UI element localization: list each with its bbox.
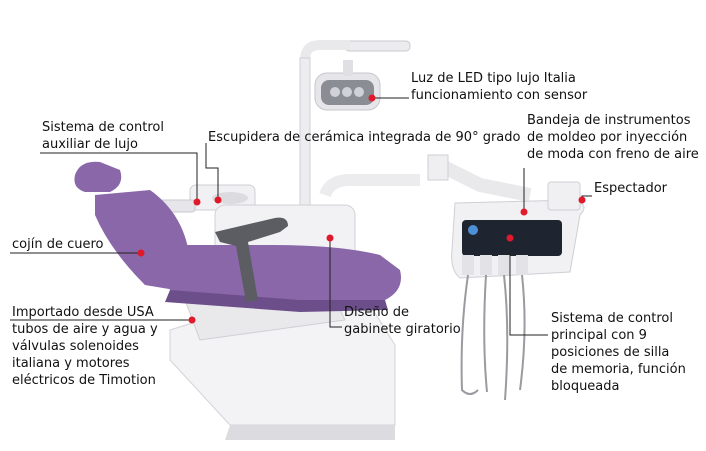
instrument-tray-label: Bandeja de instrumentos de moldeo por in… bbox=[527, 113, 699, 162]
instrument-arm bbox=[319, 153, 532, 202]
cuspidor-label: Escupidera de cerámica integrada de 90° … bbox=[208, 130, 521, 145]
imported-label: Importado desde USA tubos de aire y agua… bbox=[12, 305, 158, 388]
main-control-label: Sistema de control principal con 9 posic… bbox=[551, 311, 686, 394]
led-light-head bbox=[314, 60, 381, 111]
viewer-label: Espectador bbox=[594, 181, 667, 196]
cushion-label: cojín de cuero bbox=[12, 237, 104, 252]
instrument-hoses bbox=[460, 274, 526, 401]
aux-control-label: Sistema de control auxiliar de lujo bbox=[42, 120, 164, 152]
armrest bbox=[215, 217, 288, 302]
cabinet-label: Diseño de gabinete giratorio bbox=[344, 305, 461, 337]
leader-lines bbox=[10, 97, 592, 336]
chair-upholstery bbox=[74, 161, 401, 312]
led-light-label: Luz de LED tipo lujo Italia funcionamien… bbox=[411, 71, 588, 103]
marker-dot-icon bbox=[137, 94, 586, 324]
